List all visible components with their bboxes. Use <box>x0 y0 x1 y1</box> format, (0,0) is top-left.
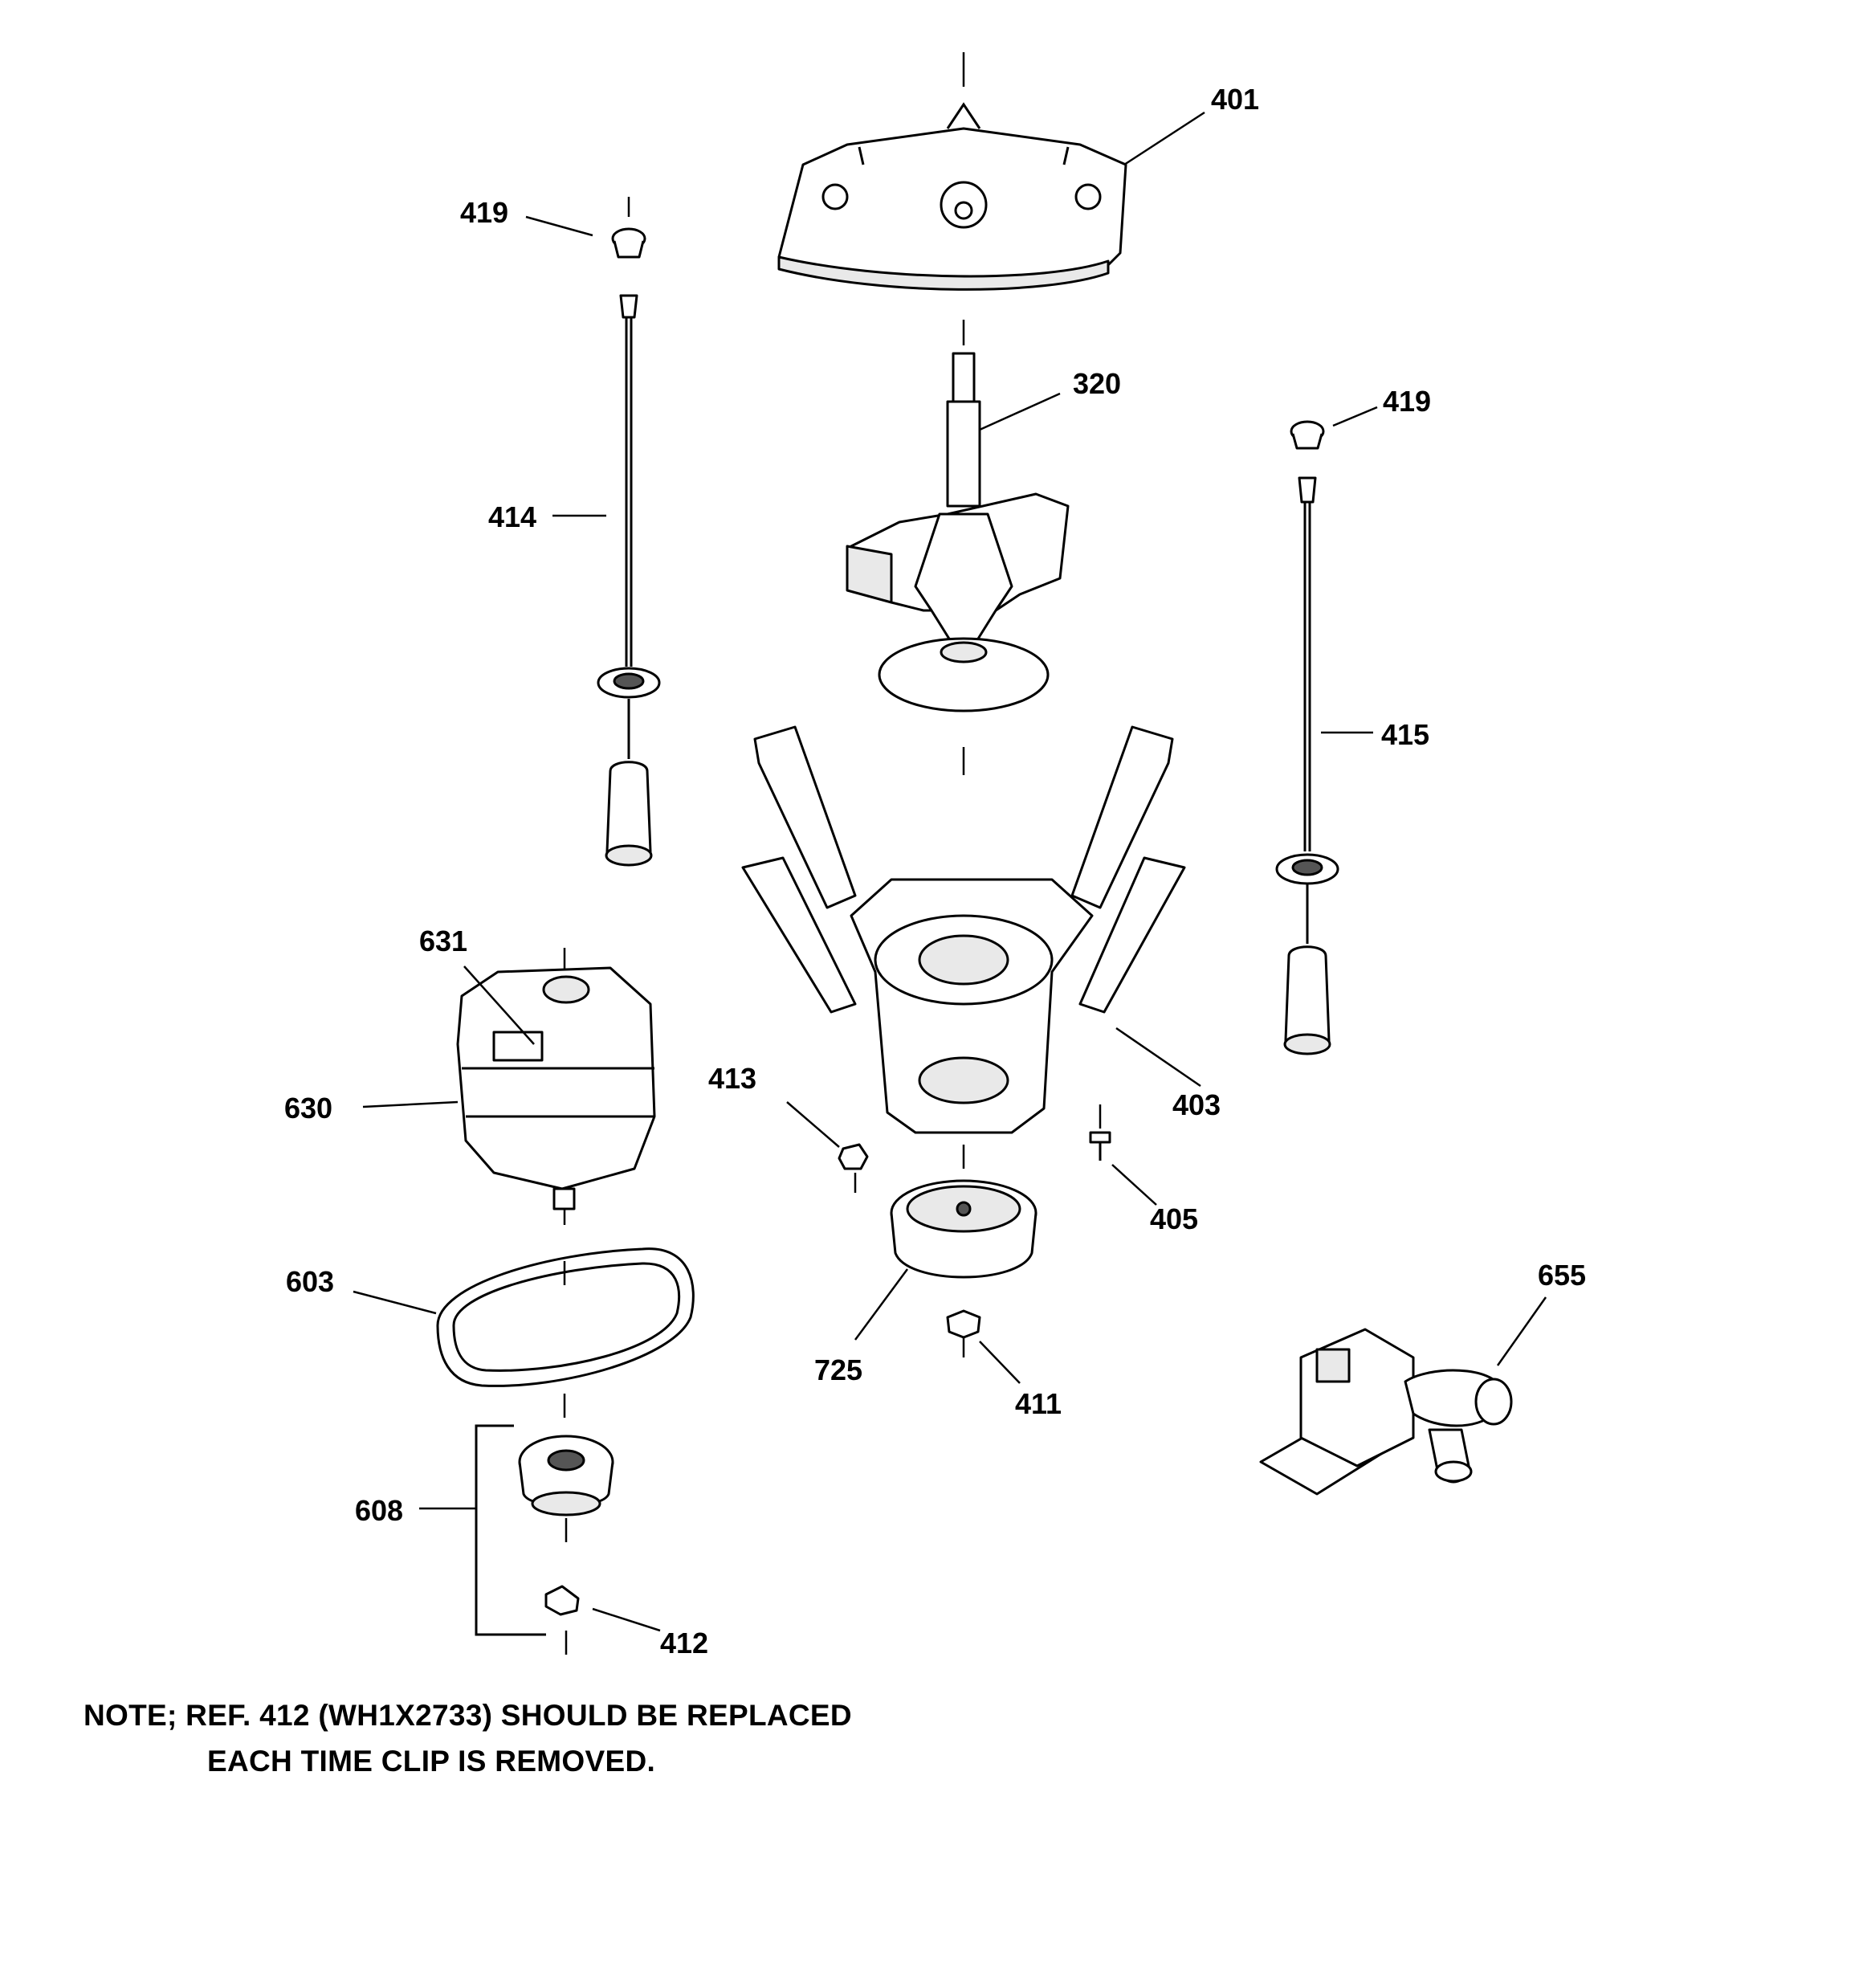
note-line-1: NOTE; REF. 412 (WH1X2733) SHOULD BE REPL… <box>84 1699 852 1732</box>
suspension-rod-left-drawing <box>597 294 661 867</box>
pulley-nut-drawing <box>946 1309 981 1357</box>
note-line-2: EACH TIME CLIP IS REMOVED. <box>207 1745 656 1778</box>
part-label-419-right: 419 <box>1383 385 1431 418</box>
mounting-plate-drawing <box>777 52 1127 291</box>
part-label-405: 405 <box>1150 1202 1198 1235</box>
part-label-414: 414 <box>488 500 536 533</box>
motor-pulley-drawing <box>475 1424 614 1636</box>
part-label-630: 630 <box>284 1092 332 1125</box>
cap-left-drawing <box>611 197 646 259</box>
part-label-725: 725 <box>814 1353 862 1386</box>
part-label-412: 412 <box>660 1627 708 1659</box>
leader-lines <box>353 111 1547 1632</box>
motor-drawing <box>456 948 656 1225</box>
cap-right-drawing <box>1290 420 1325 450</box>
part-label-655: 655 <box>1538 1259 1586 1292</box>
drive-belt-drawing <box>436 1247 695 1418</box>
clip-drawing <box>544 1585 580 1655</box>
support-base-drawing <box>741 725 1186 1134</box>
part-label-401: 401 <box>1211 83 1259 116</box>
part-label-631: 631 <box>419 925 467 957</box>
part-label-415: 415 <box>1381 718 1429 751</box>
suspension-rod-right-drawing <box>1275 476 1339 1055</box>
screw-drawing <box>1089 1104 1111 1161</box>
transmission-drawing <box>846 320 1070 775</box>
nut-drawing <box>838 1143 869 1193</box>
transmission-pulley-drawing <box>890 1145 1037 1279</box>
part-label-411: 411 <box>1015 1387 1062 1420</box>
part-label-419-left: 419 <box>460 196 508 229</box>
part-label-608: 608 <box>355 1494 403 1527</box>
part-label-320: 320 <box>1073 367 1121 400</box>
pump-drawing <box>1259 1328 1513 1496</box>
part-label-403: 403 <box>1172 1088 1221 1121</box>
part-label-413: 413 <box>708 1062 756 1095</box>
part-label-603: 603 <box>286 1265 334 1298</box>
part-labels: 401 419 419 320 414 415 631 630 413 403 … <box>284 83 1586 1659</box>
